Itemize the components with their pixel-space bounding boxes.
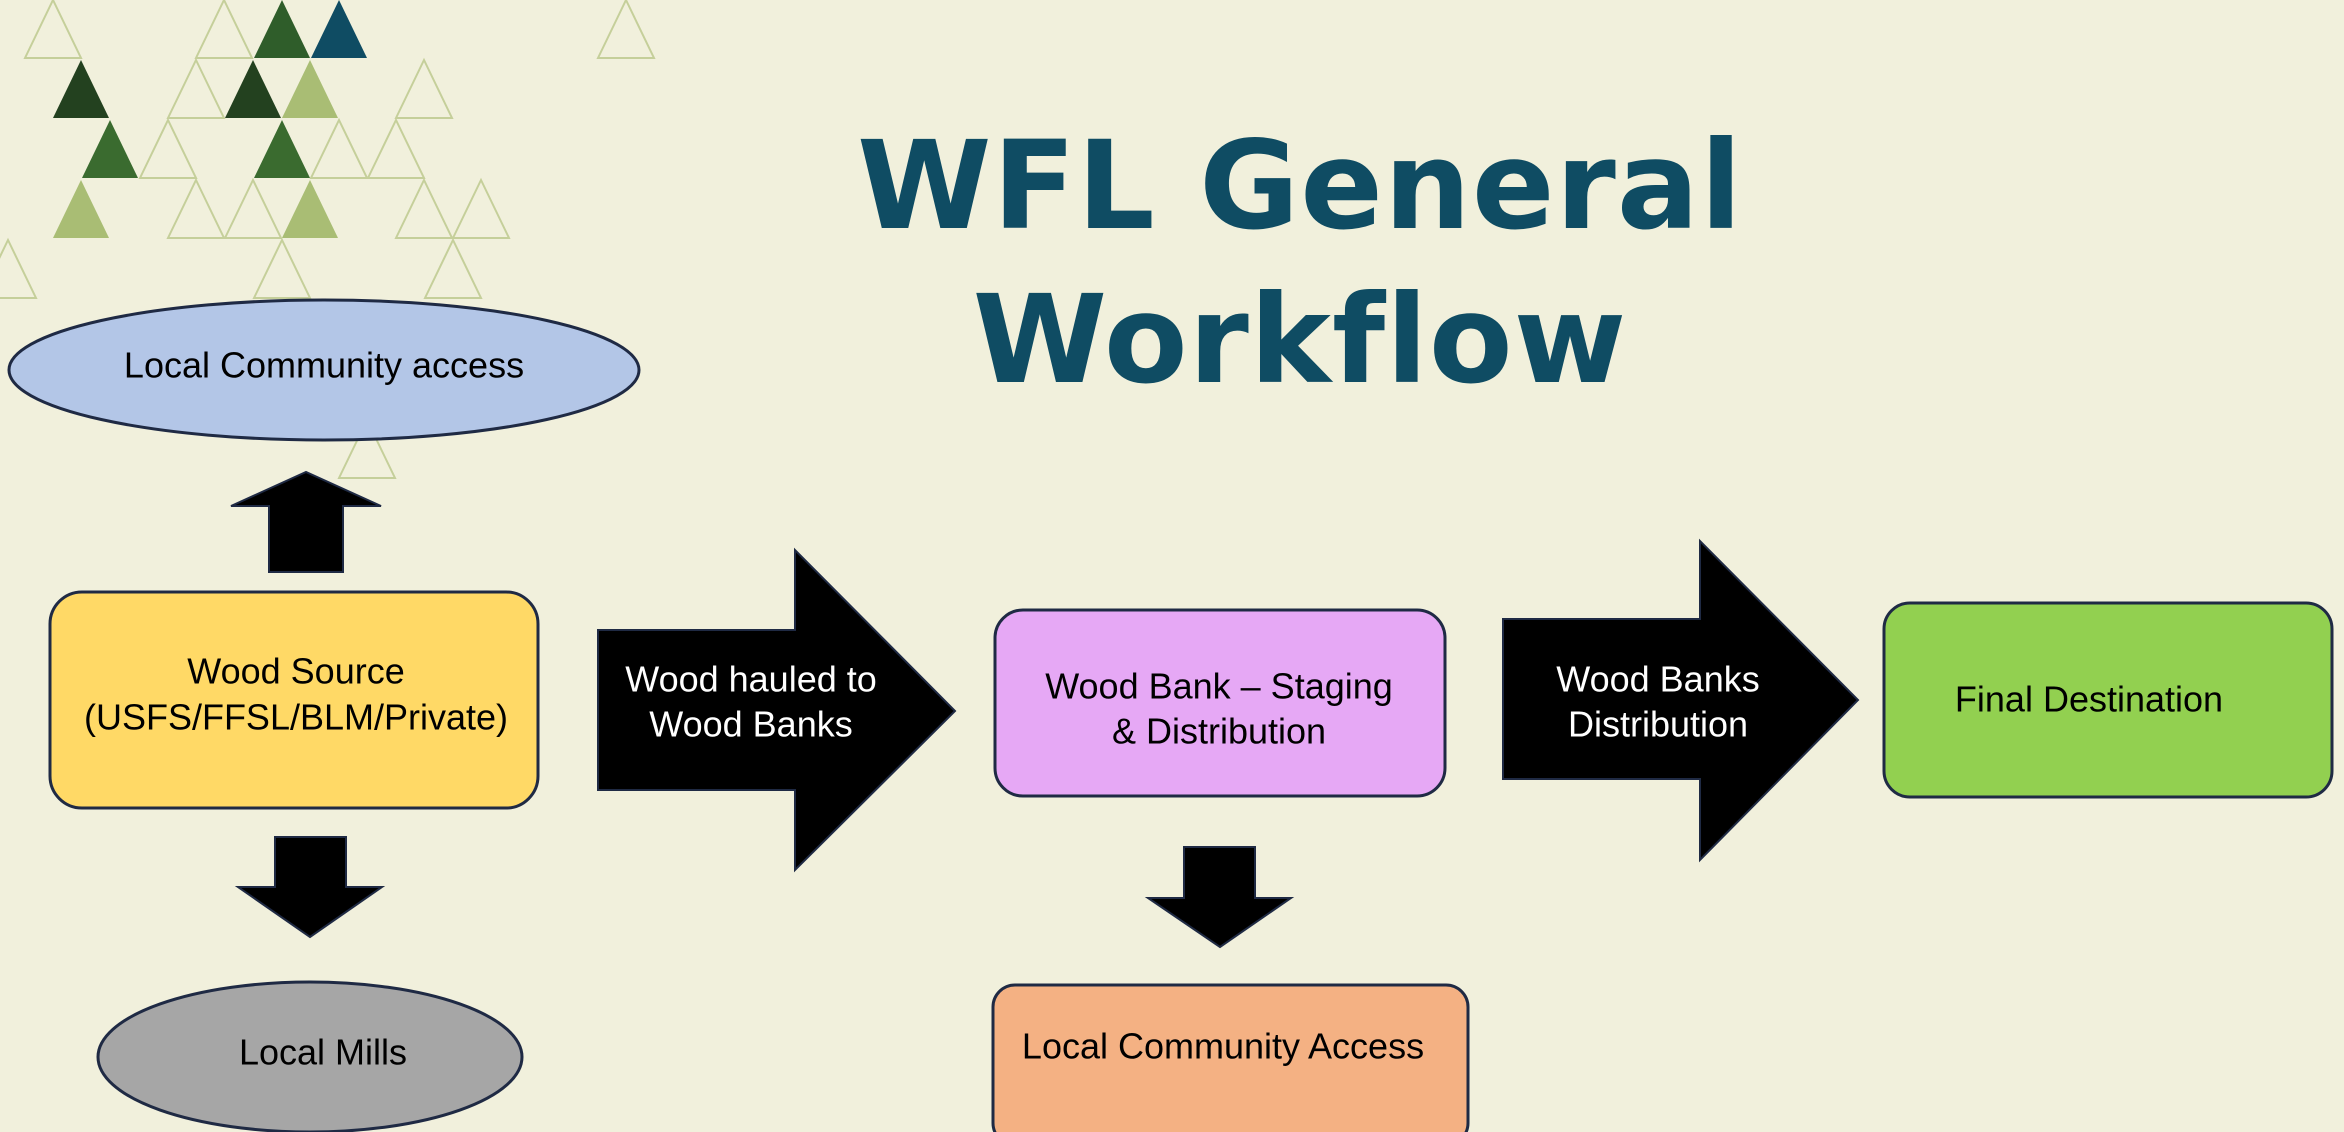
node-local-community-access-top: Local Community access — [7, 298, 641, 442]
node-local-mills: Local Mills — [96, 980, 524, 1132]
arrow-wood-hauled: Wood hauled to Wood Banks — [597, 547, 957, 873]
node-label-line-1: Wood Source — [187, 651, 404, 692]
arrow-wood-banks-distribution: Wood Banks Distribution — [1502, 538, 1860, 863]
arrow-down-icon — [1144, 846, 1295, 949]
node-final-destination: Final Destination — [1882, 601, 2334, 799]
node-label: Local Community access — [124, 345, 524, 386]
node-wood-source: Wood Source (USFS/FFSL/BLM/Private) — [48, 590, 540, 810]
arrow-down-icon — [234, 836, 386, 939]
node-label-line-2: & Distribution — [1112, 711, 1326, 752]
node-label: Local Community Access — [1022, 1026, 1424, 1067]
arrow-label-line-1: Wood Banks — [1556, 659, 1759, 700]
triangle-pattern-filled — [53, 0, 367, 238]
node-wood-bank: Wood Bank – Staging & Distribution — [993, 608, 1447, 798]
node-local-community-access-bottom: Local Community Access — [991, 983, 1470, 1132]
arrow-label-line-2: Distribution — [1568, 704, 1748, 745]
title-line-1: WFL General — [857, 115, 1743, 257]
arrow-up-icon — [230, 470, 382, 573]
node-label: Final Destination — [1955, 679, 2223, 720]
node-label-line-1: Wood Bank – Staging — [1045, 666, 1393, 707]
triangle-pattern-decoration — [0, 0, 656, 479]
arrow-label-line-1: Wood hauled to — [625, 659, 877, 700]
node-label-line-2: (USFS/FFSL/BLM/Private) — [84, 697, 508, 738]
title-line-2: Workflow — [973, 269, 1628, 411]
arrow-label-line-2: Wood Banks — [649, 704, 852, 745]
node-label: Local Mills — [239, 1032, 407, 1073]
